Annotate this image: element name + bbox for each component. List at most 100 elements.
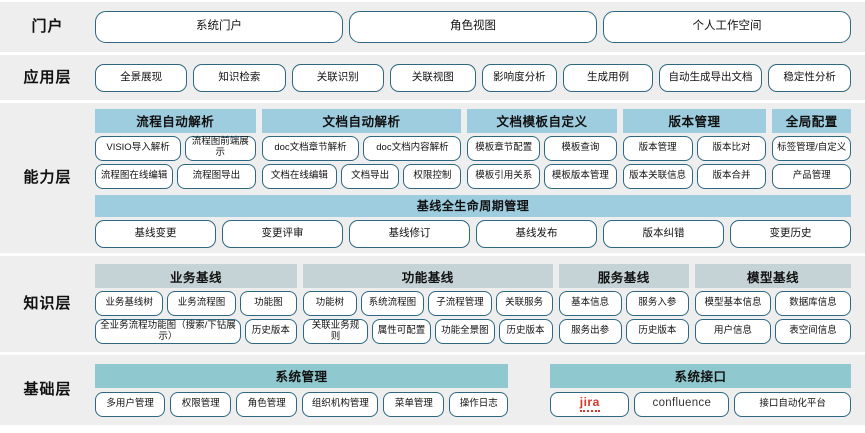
- base-item-org-structure-mgmt[interactable]: 组织机构管理: [302, 391, 379, 417]
- knowledge-row: 业务基线树 业务流程图 功能图: [95, 291, 298, 316]
- cap-item-template-version-mgmt[interactable]: 模板版本管理: [544, 163, 617, 189]
- layer-label-knowledge: 知识层: [23, 295, 72, 312]
- foundation-group-system-interface: 系统接口 jira confluence 接口自动化平台: [550, 363, 851, 417]
- cap-item-doc-chapter-parse[interactable]: doc文档章节解析: [261, 135, 360, 161]
- app-item-knowledge-search[interactable]: 知识检索: [193, 63, 286, 92]
- base-item-api-automation-platform[interactable]: 接口自动化平台: [734, 391, 851, 417]
- know-item-function-tree[interactable]: 功能树: [303, 291, 357, 316]
- cap-item-doc-export[interactable]: 文档导出: [341, 163, 400, 189]
- knowledge-row: 用户信息 表空间信息: [694, 319, 852, 344]
- app-item-relation-recognition[interactable]: 关联识别: [291, 63, 384, 92]
- portal-body: 系统门户 角色视图 个人工作空间: [95, 11, 851, 43]
- group-header-version-mgmt: 版本管理: [622, 108, 767, 133]
- app-item-stability-analysis[interactable]: 稳定性分析: [768, 63, 852, 92]
- cap-item-version-merge[interactable]: 版本合并: [696, 163, 767, 189]
- capability-group-doc-template: 文档模板自定义 模板章节配置 模板查询 模板引用关系 模板版本管理: [467, 108, 617, 189]
- baseline-item-version-correction[interactable]: 版本纠错: [603, 219, 724, 248]
- base-item-confluence[interactable]: confluence: [634, 391, 730, 417]
- group-header-service-baseline: 服务基线: [558, 264, 689, 288]
- base-item-role-mgmt[interactable]: 角色管理: [236, 391, 298, 417]
- portal-item-personal-workspace[interactable]: 个人工作空间: [603, 11, 851, 43]
- knowledge-row: 基本信息 服务入参: [558, 291, 689, 316]
- capability-row: 标签管理/自定义: [772, 135, 851, 161]
- know-item-subprocess-mgmt[interactable]: 子流程管理: [428, 291, 492, 316]
- group-header-system-management: 系统管理: [95, 363, 509, 388]
- baseline-item-change-review[interactable]: 变更评审: [222, 219, 343, 248]
- layer-band-application: 应用层 全景展现 知识检索 关联识别 关联视图 影响度分析 生成用例 自动生成导…: [0, 55, 865, 100]
- foundation-groups: 系统管理 多用户管理 权限管理 角色管理 组织机构管理 菜单管理 操作日志 系统…: [95, 363, 851, 417]
- cap-item-doc-online-edit[interactable]: 文档在线编辑: [261, 163, 338, 189]
- cap-item-version-management[interactable]: 版本管理: [622, 135, 693, 161]
- group-header-model-baseline: 模型基线: [694, 264, 852, 288]
- capability-group-process-parse: 流程自动解析 VISIO导入解析 流程图前端展示 流程图在线编辑 流程图导出: [95, 108, 256, 189]
- cap-item-flowchart-frontend-display[interactable]: 流程图前端展示: [185, 135, 256, 161]
- base-item-jira[interactable]: jira: [550, 391, 630, 417]
- foundation-group-system-management: 系统管理 多用户管理 权限管理 角色管理 组织机构管理 菜单管理 操作日志: [95, 363, 509, 417]
- know-item-business-flowchart[interactable]: 业务流程图: [167, 291, 236, 316]
- cap-item-template-reference[interactable]: 模板引用关系: [467, 163, 541, 189]
- app-item-relation-view[interactable]: 关联视图: [389, 63, 476, 92]
- capability-row: 版本管理 版本比对: [622, 135, 767, 161]
- baseline-item-revision[interactable]: 基线修订: [349, 219, 470, 248]
- cap-item-flowchart-export[interactable]: 流程图导出: [177, 163, 256, 189]
- knowledge-groups: 业务基线 业务基线树 业务流程图 功能图 全业务流程功能图（搜索/下钻展示） 历…: [95, 264, 852, 344]
- know-item-related-business-rule[interactable]: 关联业务规则: [303, 319, 368, 344]
- cap-item-product-management[interactable]: 产品管理: [772, 163, 851, 189]
- cap-item-permission-control[interactable]: 权限控制: [403, 163, 462, 189]
- know-item-history-version[interactable]: 历史版本: [498, 319, 553, 344]
- knowledge-group-business-baseline: 业务基线 业务基线树 业务流程图 功能图 全业务流程功能图（搜索/下钻展示） 历…: [95, 264, 298, 344]
- know-item-business-baseline-tree[interactable]: 业务基线树: [95, 291, 164, 316]
- know-item-tablespace-info[interactable]: 表空间信息: [775, 319, 852, 344]
- know-item-function-panorama[interactable]: 功能全景图: [435, 319, 495, 344]
- know-item-service-input-param[interactable]: 服务入参: [625, 291, 689, 316]
- know-item-service-output-param[interactable]: 服务出参: [558, 319, 622, 344]
- base-item-permission-mgmt[interactable]: 权限管理: [170, 391, 232, 417]
- baseline-lifecycle-row: 基线变更 变更评审 基线修订 基线发布 版本纠错 变更历史: [95, 219, 851, 248]
- app-item-generate-case[interactable]: 生成用例: [562, 63, 653, 92]
- capability-group-version-mgmt: 版本管理 版本管理 版本比对 版本关联信息 版本合并: [622, 108, 767, 189]
- know-item-history-version[interactable]: 历史版本: [244, 319, 298, 344]
- cap-item-version-compare[interactable]: 版本比对: [696, 135, 767, 161]
- group-header-doc-parse: 文档自动解析: [261, 108, 462, 133]
- group-header-system-interface: 系统接口: [550, 363, 851, 388]
- knowledge-group-service-baseline: 服务基线 基本信息 服务入参 服务出参 历史版本: [558, 264, 689, 344]
- baseline-item-change-history[interactable]: 变更历史: [730, 219, 851, 248]
- know-item-database-info[interactable]: 数据库信息: [775, 291, 852, 316]
- know-item-basic-info[interactable]: 基本信息: [558, 291, 622, 316]
- cap-item-version-relation-info[interactable]: 版本关联信息: [622, 163, 693, 189]
- baseline-item-change[interactable]: 基线变更: [95, 219, 216, 248]
- portal-item-role-view[interactable]: 角色视图: [349, 11, 597, 43]
- cap-item-template-chapter-config[interactable]: 模板章节配置: [467, 135, 541, 161]
- capability-body: 流程自动解析 VISIO导入解析 流程图前端展示 流程图在线编辑 流程图导出 文…: [95, 108, 851, 248]
- confluence-logo-text: confluence: [652, 397, 712, 410]
- base-item-menu-mgmt[interactable]: 菜单管理: [383, 391, 445, 417]
- know-item-function-chart[interactable]: 功能图: [239, 291, 298, 316]
- baseline-item-release[interactable]: 基线发布: [476, 219, 597, 248]
- cap-item-template-query[interactable]: 模板查询: [544, 135, 617, 161]
- app-item-panorama[interactable]: 全景展现: [95, 63, 188, 92]
- foundation-row: jira confluence 接口自动化平台: [550, 391, 851, 417]
- cap-item-doc-content-parse[interactable]: doc文档内容解析: [363, 135, 462, 161]
- portal-item-system-portal[interactable]: 系统门户: [95, 11, 343, 43]
- know-item-system-flowchart[interactable]: 系统流程图: [360, 291, 425, 316]
- capability-row: 文档在线编辑 文档导出 权限控制: [261, 163, 462, 189]
- app-item-impact-analysis[interactable]: 影响度分析: [481, 63, 557, 92]
- app-item-auto-export-doc[interactable]: 自动生成导出文档: [658, 63, 763, 92]
- application-body: 全景展现 知识检索 关联识别 关联视图 影响度分析 生成用例 自动生成导出文档 …: [95, 63, 852, 92]
- group-header-baseline-lifecycle: 基线全生命周期管理: [95, 194, 851, 217]
- base-item-multi-user-mgmt[interactable]: 多用户管理: [95, 391, 166, 417]
- know-item-full-business-process-chart[interactable]: 全业务流程功能图（搜索/下钻展示）: [95, 319, 241, 344]
- jira-logo-text: jira: [579, 395, 600, 412]
- know-item-attribute-configurable[interactable]: 属性可配置: [371, 319, 432, 344]
- cap-item-tag-mgmt-custom[interactable]: 标签管理/自定义: [772, 135, 851, 161]
- capability-group-global-config: 全局配置 标签管理/自定义 产品管理: [772, 108, 851, 189]
- know-item-model-basic-info[interactable]: 模型基本信息: [694, 291, 771, 316]
- cap-item-visio-import-parse[interactable]: VISIO导入解析: [95, 135, 182, 161]
- know-item-user-info[interactable]: 用户信息: [694, 319, 771, 344]
- cap-item-flowchart-online-edit[interactable]: 流程图在线编辑: [95, 163, 174, 189]
- knowledge-row: 模型基本信息 数据库信息: [694, 291, 852, 316]
- know-item-related-service[interactable]: 关联服务: [495, 291, 553, 316]
- base-item-operation-log[interactable]: 操作日志: [449, 391, 509, 417]
- know-item-history-version[interactable]: 历史版本: [625, 319, 689, 344]
- capability-row: doc文档章节解析 doc文档内容解析: [261, 135, 462, 161]
